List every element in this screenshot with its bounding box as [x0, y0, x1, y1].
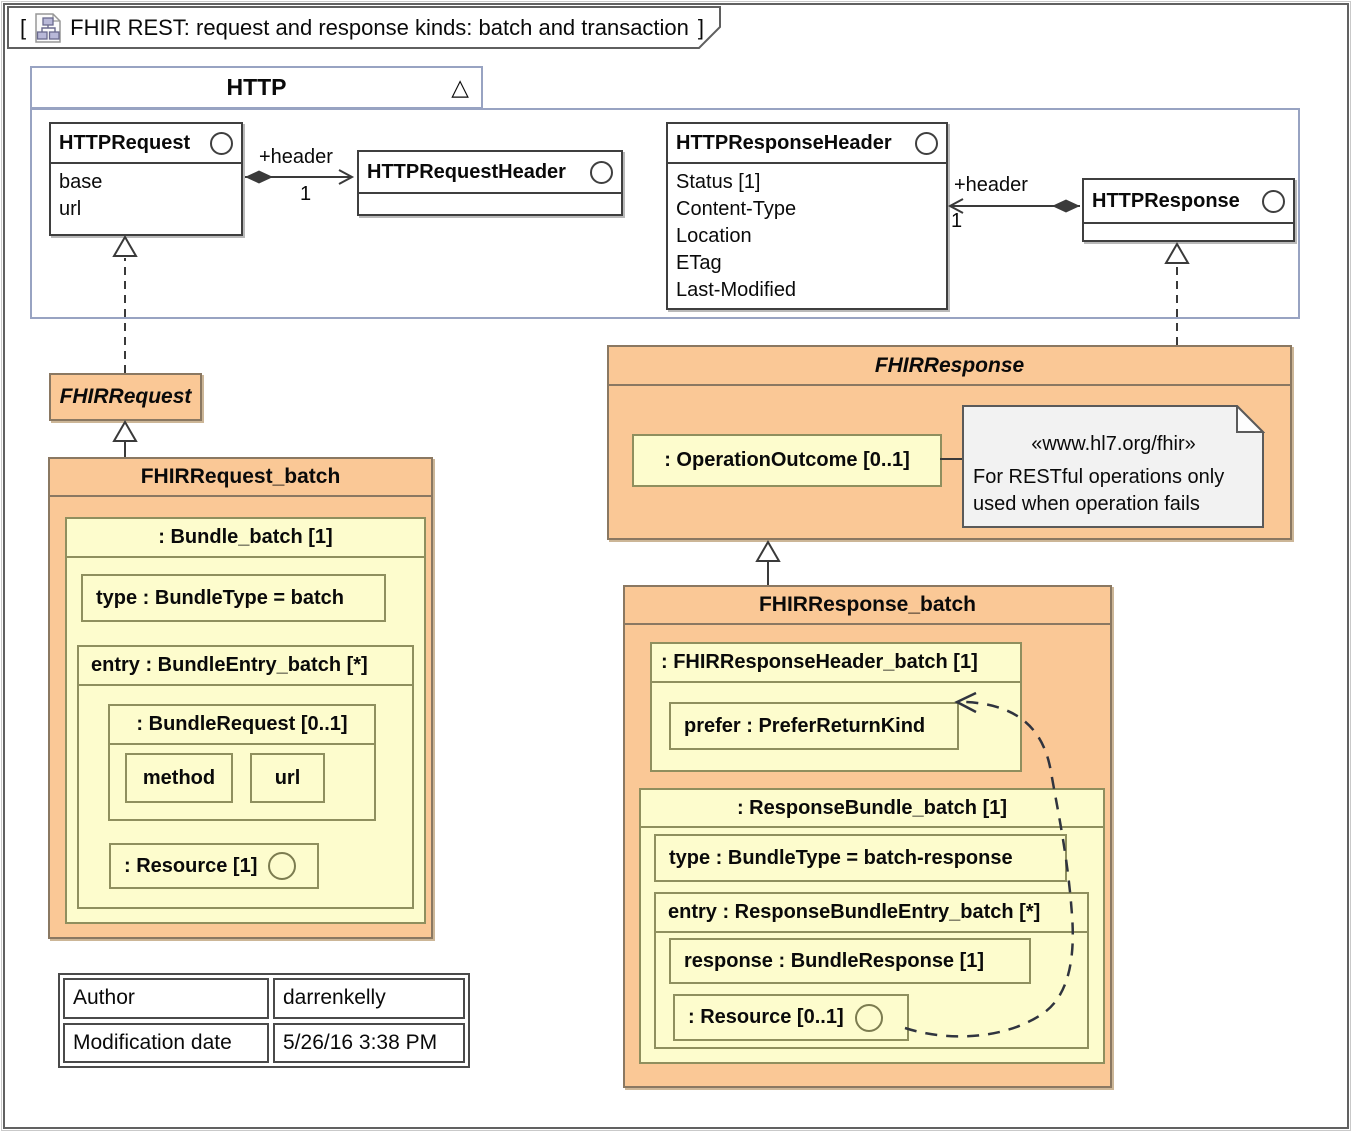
- diagram-border: [3, 3, 1349, 1129]
- info-label: Modification date: [63, 1022, 269, 1063]
- diagram-info-table[interactable]: Author darrenkelly Modification date 5/2…: [58, 973, 470, 1068]
- triangle-indicator-icon[interactable]: △: [451, 74, 469, 100]
- class-circle-icon: [1262, 189, 1285, 213]
- frame-title: FHIR REST: request and response kinds: b…: [70, 15, 689, 40]
- property-name: : Resource [1]: [124, 854, 258, 877]
- property-name: entry : ResponseBundleEntry_batch [*]: [668, 901, 1041, 923]
- attribute: base: [59, 171, 103, 193]
- class-fhirresponse-batch[interactable]: FHIRResponse_batch : FHIRResponseHeader_…: [623, 585, 1112, 1088]
- property-response-bundle-entry[interactable]: entry : ResponseBundleEntry_batch [*] re…: [654, 892, 1089, 1049]
- property-bundle-entry[interactable]: entry : BundleEntry_batch [*] : BundleRe…: [77, 645, 414, 909]
- http-package-title[interactable]: HTTP △: [30, 66, 483, 109]
- frame-bracket-open: [: [20, 15, 27, 40]
- property-response-bundle-batch[interactable]: : ResponseBundle_batch [1] type : Bundle…: [639, 788, 1105, 1064]
- class-circle-icon: [915, 131, 938, 155]
- property-name: : BundleRequest [0..1]: [136, 713, 348, 735]
- property-name: : Bundle_batch [1]: [158, 526, 333, 548]
- property-name: prefer : PreferReturnKind: [684, 714, 926, 737]
- property-resource[interactable]: : Resource [0..1]: [673, 994, 909, 1041]
- edge-role-label: +header: [259, 146, 333, 168]
- property-name: response : BundleResponse [1]: [684, 949, 985, 972]
- class-circle-icon: [268, 852, 297, 880]
- class-fhirrequest-batch[interactable]: FHIRRequest_batch : Bundle_batch [1] typ…: [48, 457, 433, 939]
- attribute: Status [1]: [676, 171, 761, 193]
- property-name: url: [274, 766, 301, 789]
- frame-tab-shape: [7, 6, 721, 49]
- property-bundle-request[interactable]: : BundleRequest [0..1] method url: [108, 704, 376, 821]
- class-name: HTTPResponse: [1092, 189, 1240, 212]
- property-name: : Resource [0..1]: [688, 1006, 844, 1028]
- attribute: ETag: [676, 252, 722, 274]
- class-circle-icon: [854, 1003, 883, 1032]
- info-value: darrenkelly: [273, 978, 465, 1019]
- property-name: entry : BundleEntry_batch [*]: [91, 654, 368, 676]
- info-value: 5/26/16 3:38 PM: [273, 1022, 465, 1063]
- class-title: FHIRRequest_batch: [50, 459, 431, 497]
- edge-multiplicity: 1: [300, 183, 312, 205]
- property-operation-outcome[interactable]: : OperationOutcome [0..1]: [632, 434, 942, 487]
- class-name: FHIRResponse: [874, 353, 1025, 377]
- frame-bracket-close: ]: [697, 15, 705, 40]
- class-name: FHIRResponse_batch: [758, 593, 977, 616]
- property-name: type : BundleType = batch-response: [669, 846, 1013, 869]
- property-response-header-batch[interactable]: : FHIRResponseHeader_batch [1] prefer : …: [650, 642, 1022, 772]
- frame-tab: [ FHIR REST: request and response kinds:…: [20, 13, 704, 43]
- class-name: HTTPResponseHeader: [676, 131, 892, 154]
- note-shape: [962, 405, 1265, 528]
- http-package-name: HTTP: [226, 74, 287, 100]
- info-label: Author: [63, 978, 269, 1019]
- edge-role-label: +header: [954, 174, 1028, 196]
- class-name: HTTPRequestHeader: [367, 160, 566, 183]
- class-circle-icon: [210, 131, 233, 155]
- property-name: method: [142, 766, 216, 789]
- property-prefer[interactable]: prefer : PreferReturnKind: [669, 702, 959, 750]
- edge-multiplicity: 1: [951, 210, 963, 232]
- attribute: Location: [676, 225, 752, 247]
- property-bundle-batch[interactable]: : Bundle_batch [1] type : BundleType = b…: [65, 517, 426, 924]
- class-fhirresponse[interactable]: FHIRResponse : OperationOutcome [0..1] «…: [607, 345, 1292, 540]
- class-fhirrequest[interactable]: FHIRRequest: [49, 373, 202, 421]
- property-url[interactable]: url: [250, 753, 325, 803]
- class-name: HTTPRequest: [59, 131, 191, 154]
- property-name: : OperationOutcome [0..1]: [664, 449, 910, 471]
- attribute: Last-Modified: [676, 279, 797, 301]
- note-line: For RESTful operations only: [973, 466, 1225, 488]
- class-title: FHIRResponse: [609, 347, 1290, 386]
- property-method[interactable]: method: [125, 753, 233, 803]
- property-type[interactable]: type : BundleType = batch: [81, 574, 386, 622]
- property-resource[interactable]: : Resource [1]: [109, 843, 319, 889]
- note-stereotype: «www.hl7.org/fhir»: [1031, 433, 1196, 455]
- class-title: FHIRResponse_batch: [625, 587, 1110, 625]
- class-circle-icon: [590, 160, 613, 184]
- class-httprequest[interactable]: HTTPRequest base url: [49, 122, 243, 236]
- class-name: FHIRRequest: [59, 385, 192, 408]
- property-name: : FHIRResponseHeader_batch [1]: [661, 651, 978, 673]
- class-httpresponse[interactable]: HTTPResponse: [1082, 178, 1295, 242]
- attribute: url: [59, 198, 82, 220]
- attribute: Content-Type: [676, 198, 797, 220]
- property-response[interactable]: response : BundleResponse [1]: [669, 938, 1031, 984]
- property-name: : ResponseBundle_batch [1]: [736, 796, 1008, 819]
- note[interactable]: «www.hl7.org/fhir» For RESTful operation…: [962, 405, 1265, 529]
- class-httprequestheader[interactable]: HTTPRequestHeader: [357, 150, 623, 216]
- property-type[interactable]: type : BundleType = batch-response: [654, 834, 1067, 882]
- class-name: FHIRRequest_batch: [140, 465, 341, 488]
- diagram-icon: [35, 13, 61, 43]
- class-httpresponseheader[interactable]: HTTPResponseHeader Status [1] Content-Ty…: [666, 122, 948, 310]
- property-name: type : BundleType = batch: [96, 586, 344, 609]
- note-line: used when operation fails: [973, 493, 1200, 515]
